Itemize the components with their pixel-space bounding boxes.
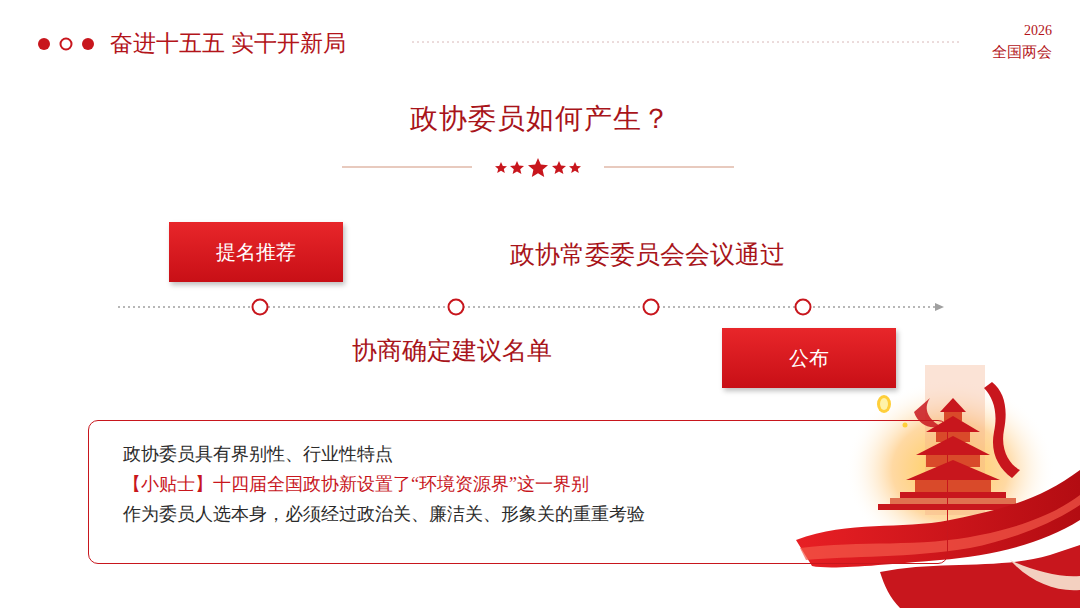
title-rule	[604, 166, 734, 168]
title-rule	[342, 166, 472, 168]
header-dot	[38, 38, 50, 50]
timeline	[118, 306, 936, 308]
header-slogan: 奋进十五五 实干开新局	[110, 30, 346, 58]
step-label: 政协常委委员会会议通过	[510, 240, 785, 270]
title-stars	[495, 158, 581, 177]
temple-illustration	[796, 365, 1080, 608]
timeline-arrow	[935, 303, 944, 311]
step-box: 公布	[722, 328, 896, 388]
note-box: 政协委员具有界别性、行业性特点【小贴士】十四届全国政协新设置了“环境资源界”这一…	[88, 420, 948, 564]
timeline-dots	[253, 300, 811, 315]
step-label: 协商确定建议名单	[352, 336, 552, 366]
step-text: 提名推荐	[216, 239, 296, 266]
header-year: 2026	[1024, 23, 1052, 40]
note-text: 政协委员具有界别性、行业性特点	[123, 439, 917, 469]
note-text: 作为委员人选本身，必须经过政治关、廉洁关、形象关的重重考验	[123, 499, 917, 529]
step-text: 公布	[789, 345, 829, 372]
slide-title: 政协委员如何产生？	[410, 100, 671, 138]
header-event: 全国两会	[992, 43, 1052, 61]
header-dot	[61, 39, 72, 50]
header-dot	[82, 38, 94, 50]
tip-text: 【小贴士】十四届全国政协新设置了“环境资源界”这一界别	[123, 469, 917, 499]
step-box: 提名推荐	[169, 222, 343, 282]
header-rule	[412, 42, 962, 43]
